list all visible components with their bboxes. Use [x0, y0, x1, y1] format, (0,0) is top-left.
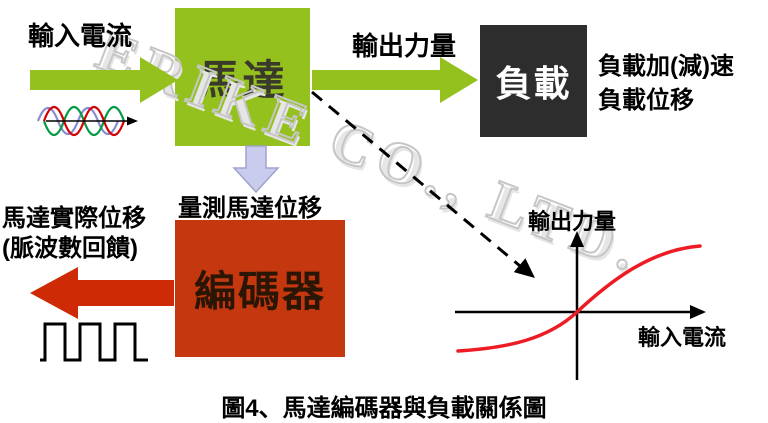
- sine-wave-green: [42, 105, 126, 137]
- input-current-arrow: [30, 57, 178, 103]
- graph-x-arrowhead: [690, 305, 706, 319]
- load-acceleration-label: 負載加(減)速: [598, 53, 734, 80]
- output-force-label: 輸出力量: [352, 31, 457, 61]
- sine-wave-blue: [36, 106, 120, 136]
- output-force-arrow: [312, 57, 478, 103]
- graph-y-axis-label: 輸出力量: [528, 209, 617, 234]
- encoder-box-label: 編碼器: [193, 268, 326, 315]
- graph-x-axis-label: 輸入電流: [638, 325, 727, 350]
- sine-wave-axis-arrowhead: [127, 116, 138, 126]
- motor-box-label: 馬達: [198, 56, 287, 104]
- figure-caption: 圖4、馬達編碼器與負載關係圖: [221, 395, 547, 422]
- motor-actual-displacement-label: 馬達實際位移: [2, 205, 146, 232]
- load-displacement-label: 負載位移: [598, 87, 694, 114]
- feedback-arrow: [30, 267, 174, 319]
- measure-motor-displacement-label: 量測馬達位移: [178, 195, 322, 222]
- pulse-feedback-label: (脈波數回饋): [2, 235, 138, 262]
- pulse-wave: [40, 322, 148, 362]
- load-box: 負載: [480, 25, 587, 137]
- measure-displacement-arrow: [232, 145, 280, 194]
- load-box-label: 負載: [495, 63, 572, 104]
- encoder-box: 編碼器: [175, 220, 345, 357]
- dashed-arrowhead: [513, 258, 535, 278]
- sine-wave-red: [42, 105, 126, 137]
- input-current-label: 輸入電流: [28, 21, 133, 51]
- motor-box: 馬達: [175, 8, 310, 146]
